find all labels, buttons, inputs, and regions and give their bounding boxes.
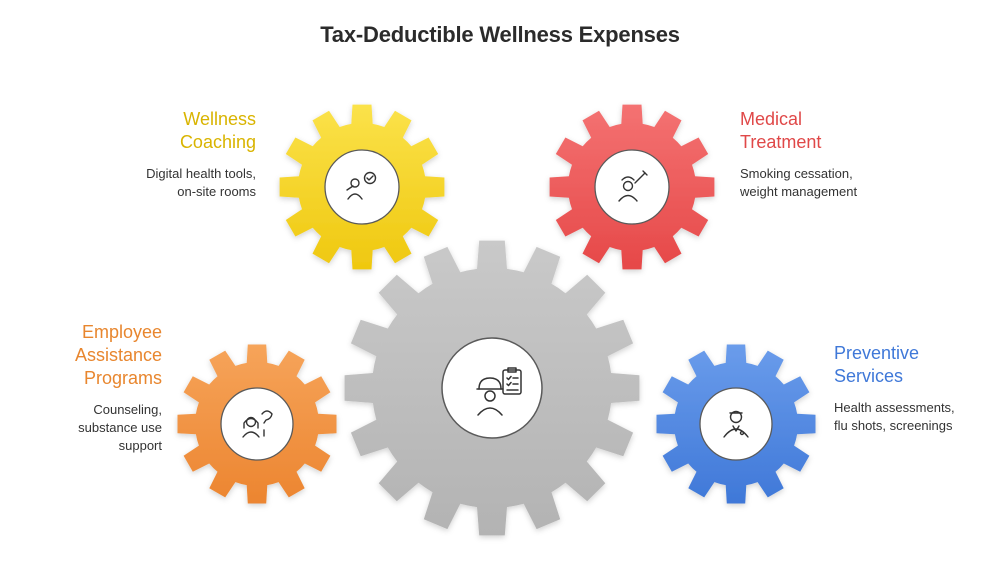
preventive-services-label: Preventive Services bbox=[834, 342, 984, 388]
wellness-label-line: Coaching bbox=[179, 132, 256, 152]
worker-checklist-icon bbox=[476, 367, 522, 416]
counseling-icon bbox=[242, 410, 273, 438]
preventive-gear-hub bbox=[699, 387, 773, 461]
preventive-label-line: Preventive bbox=[834, 343, 920, 363]
page-title: Tax-Deductible Wellness Expenses bbox=[320, 22, 680, 47]
preventive-services-desc: Health assessments, flu shots, screening… bbox=[834, 399, 984, 435]
wellness-desc-line: Digital health tools, bbox=[146, 166, 256, 181]
eap-label-line: Programs bbox=[83, 368, 162, 388]
employee-assistance-label: Employee Assistance Programs bbox=[40, 321, 162, 390]
medical-desc-line: Smoking cessation, bbox=[740, 166, 853, 181]
medical-desc-line: weight management bbox=[740, 184, 858, 199]
medical-label-line: Treatment bbox=[740, 132, 822, 152]
medical-treatment-label: Medical Treatment bbox=[740, 108, 940, 154]
preventive-label-line: Services bbox=[834, 366, 904, 386]
wellness-coaching-desc: Digital health tools, on-site rooms bbox=[80, 165, 256, 201]
coaching-icon bbox=[346, 171, 377, 200]
medical-treatment-desc: Smoking cessation, weight management bbox=[740, 165, 940, 201]
eap-gear-hub bbox=[220, 387, 294, 461]
medical-label-line: Medical bbox=[740, 109, 803, 129]
center-gear-hub bbox=[441, 337, 543, 439]
wellness-desc-line: on-site rooms bbox=[177, 184, 256, 199]
employee-assistance-desc: Counseling, substance use support bbox=[40, 401, 162, 455]
preventive-desc-line: flu shots, screenings bbox=[834, 418, 953, 433]
eap-label-line: Assistance bbox=[74, 345, 162, 365]
physician-icon bbox=[723, 410, 749, 438]
doctor-syringe-icon bbox=[618, 170, 648, 202]
eap-desc-line: Counseling, bbox=[93, 402, 162, 417]
eap-label-line: Employee bbox=[81, 322, 162, 342]
eap-desc-line: support bbox=[118, 438, 162, 453]
wellness-label-line: Wellness bbox=[183, 109, 256, 129]
preventive-desc-line: Health assessments, bbox=[834, 400, 955, 415]
wellness-coaching-label: Wellness Coaching bbox=[90, 108, 256, 154]
eap-desc-line: substance use bbox=[78, 420, 162, 435]
wellness-gear-hub bbox=[324, 149, 400, 225]
